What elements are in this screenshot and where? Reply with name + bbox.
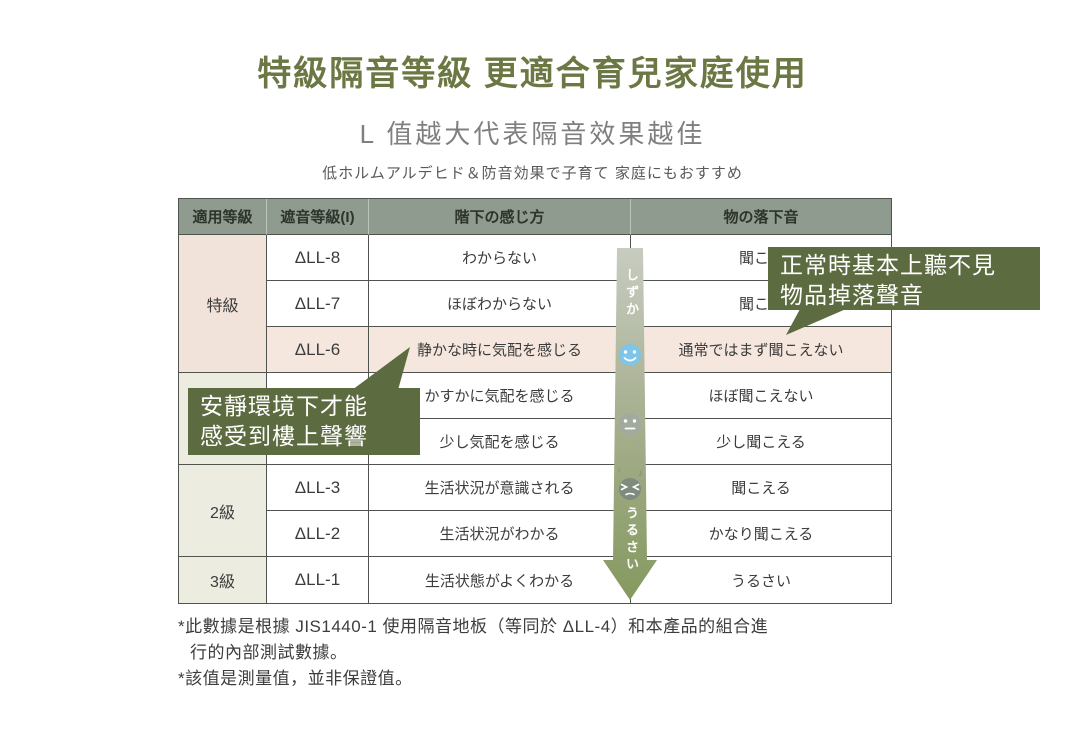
callout-line: 正常時基本上聽不見	[780, 252, 996, 278]
footnote-line: *該值是測量值，並非保證值。	[178, 669, 413, 688]
callout-line: 安靜環境下才能	[200, 393, 368, 419]
callout-line: 感受到樓上聲響	[200, 423, 368, 449]
sound-level-cell: ΔLL-8	[267, 235, 369, 281]
music-note-icon: ♪	[638, 468, 643, 479]
sound-level-cell: ΔLL-6	[267, 327, 369, 373]
drop-sound-cell: 通常ではまず聞こえない	[631, 327, 891, 373]
callout-tail	[352, 347, 410, 390]
callout-quiet-environment: 安靜環境下才能 感受到樓上聲響	[188, 388, 420, 455]
page-tagline: 低ホルムアルデヒド＆防音効果で子育て 家庭にもおすすめ	[322, 165, 743, 182]
drop-sound-cell: かなり聞こえる	[631, 511, 891, 557]
column-header-level: 遮音等級(I)	[267, 199, 369, 235]
sound-level-cell: ΔLL-7	[267, 281, 369, 327]
drop-sound-cell: うるさい	[631, 557, 891, 603]
footnotes: *此數據是根據 JIS1440-1 使用隔音地板（等同於 ΔLL-4）和本產品的…	[178, 614, 768, 692]
feel-description-cell: 生活状態がよくわかる	[369, 557, 631, 603]
sound-level-cell: ΔLL-3	[267, 465, 369, 511]
grade-group-cell-3: 3級	[179, 557, 267, 603]
footnote-line: 行的內部測試數據。	[190, 643, 348, 662]
grade-group-cell-2: 2級	[179, 465, 267, 557]
feel-description-cell: 生活状況がわかる	[369, 511, 631, 557]
callout-line: 物品掉落聲音	[780, 282, 924, 308]
drop-sound-cell: ほぼ聞こえない	[631, 373, 891, 419]
callout-drop-sound: 正常時基本上聽不見 物品掉落聲音	[768, 247, 1040, 310]
page-title: 特級隔音等級 更適合育兒家庭使用	[257, 56, 808, 93]
column-header-feel: 階下の感じ方	[369, 199, 631, 235]
quiet-label: しずか	[624, 268, 639, 319]
noisy-label: うるさい	[624, 506, 639, 574]
music-note-icon: ♪	[617, 465, 621, 474]
callout-tail	[786, 309, 846, 335]
drop-sound-cell: 聞こえる	[631, 465, 891, 511]
sound-level-cell: ΔLL-1	[267, 557, 369, 603]
feel-description-cell: ほぼわからない	[369, 281, 631, 327]
feel-description-cell: 生活状況が意識される	[369, 465, 631, 511]
feel-description-cell: わからない	[369, 235, 631, 281]
annoyed-face-icon: ♪ ♪	[617, 465, 643, 500]
neutral-face-icon	[619, 413, 641, 435]
sound-level-cell: ΔLL-2	[267, 511, 369, 557]
page-subtitle: L 值越大代表隔音效果越佳	[359, 119, 706, 149]
column-header-drop: 物の落下音	[631, 199, 891, 235]
footnote-line: *此數據是根據 JIS1440-1 使用隔音地板（等同於 ΔLL-4）和本產品的…	[178, 617, 769, 636]
feel-description-cell: 静かな時に気配を感じる	[369, 327, 631, 373]
grade-group-cell-special: 特級	[179, 235, 267, 373]
drop-sound-cell: 少し聞こえる	[631, 419, 891, 465]
column-header-grade: 適用等級	[179, 199, 267, 235]
quiet-to-noisy-arrow: ♪ ♪	[603, 248, 657, 600]
happy-face-icon	[619, 344, 641, 366]
